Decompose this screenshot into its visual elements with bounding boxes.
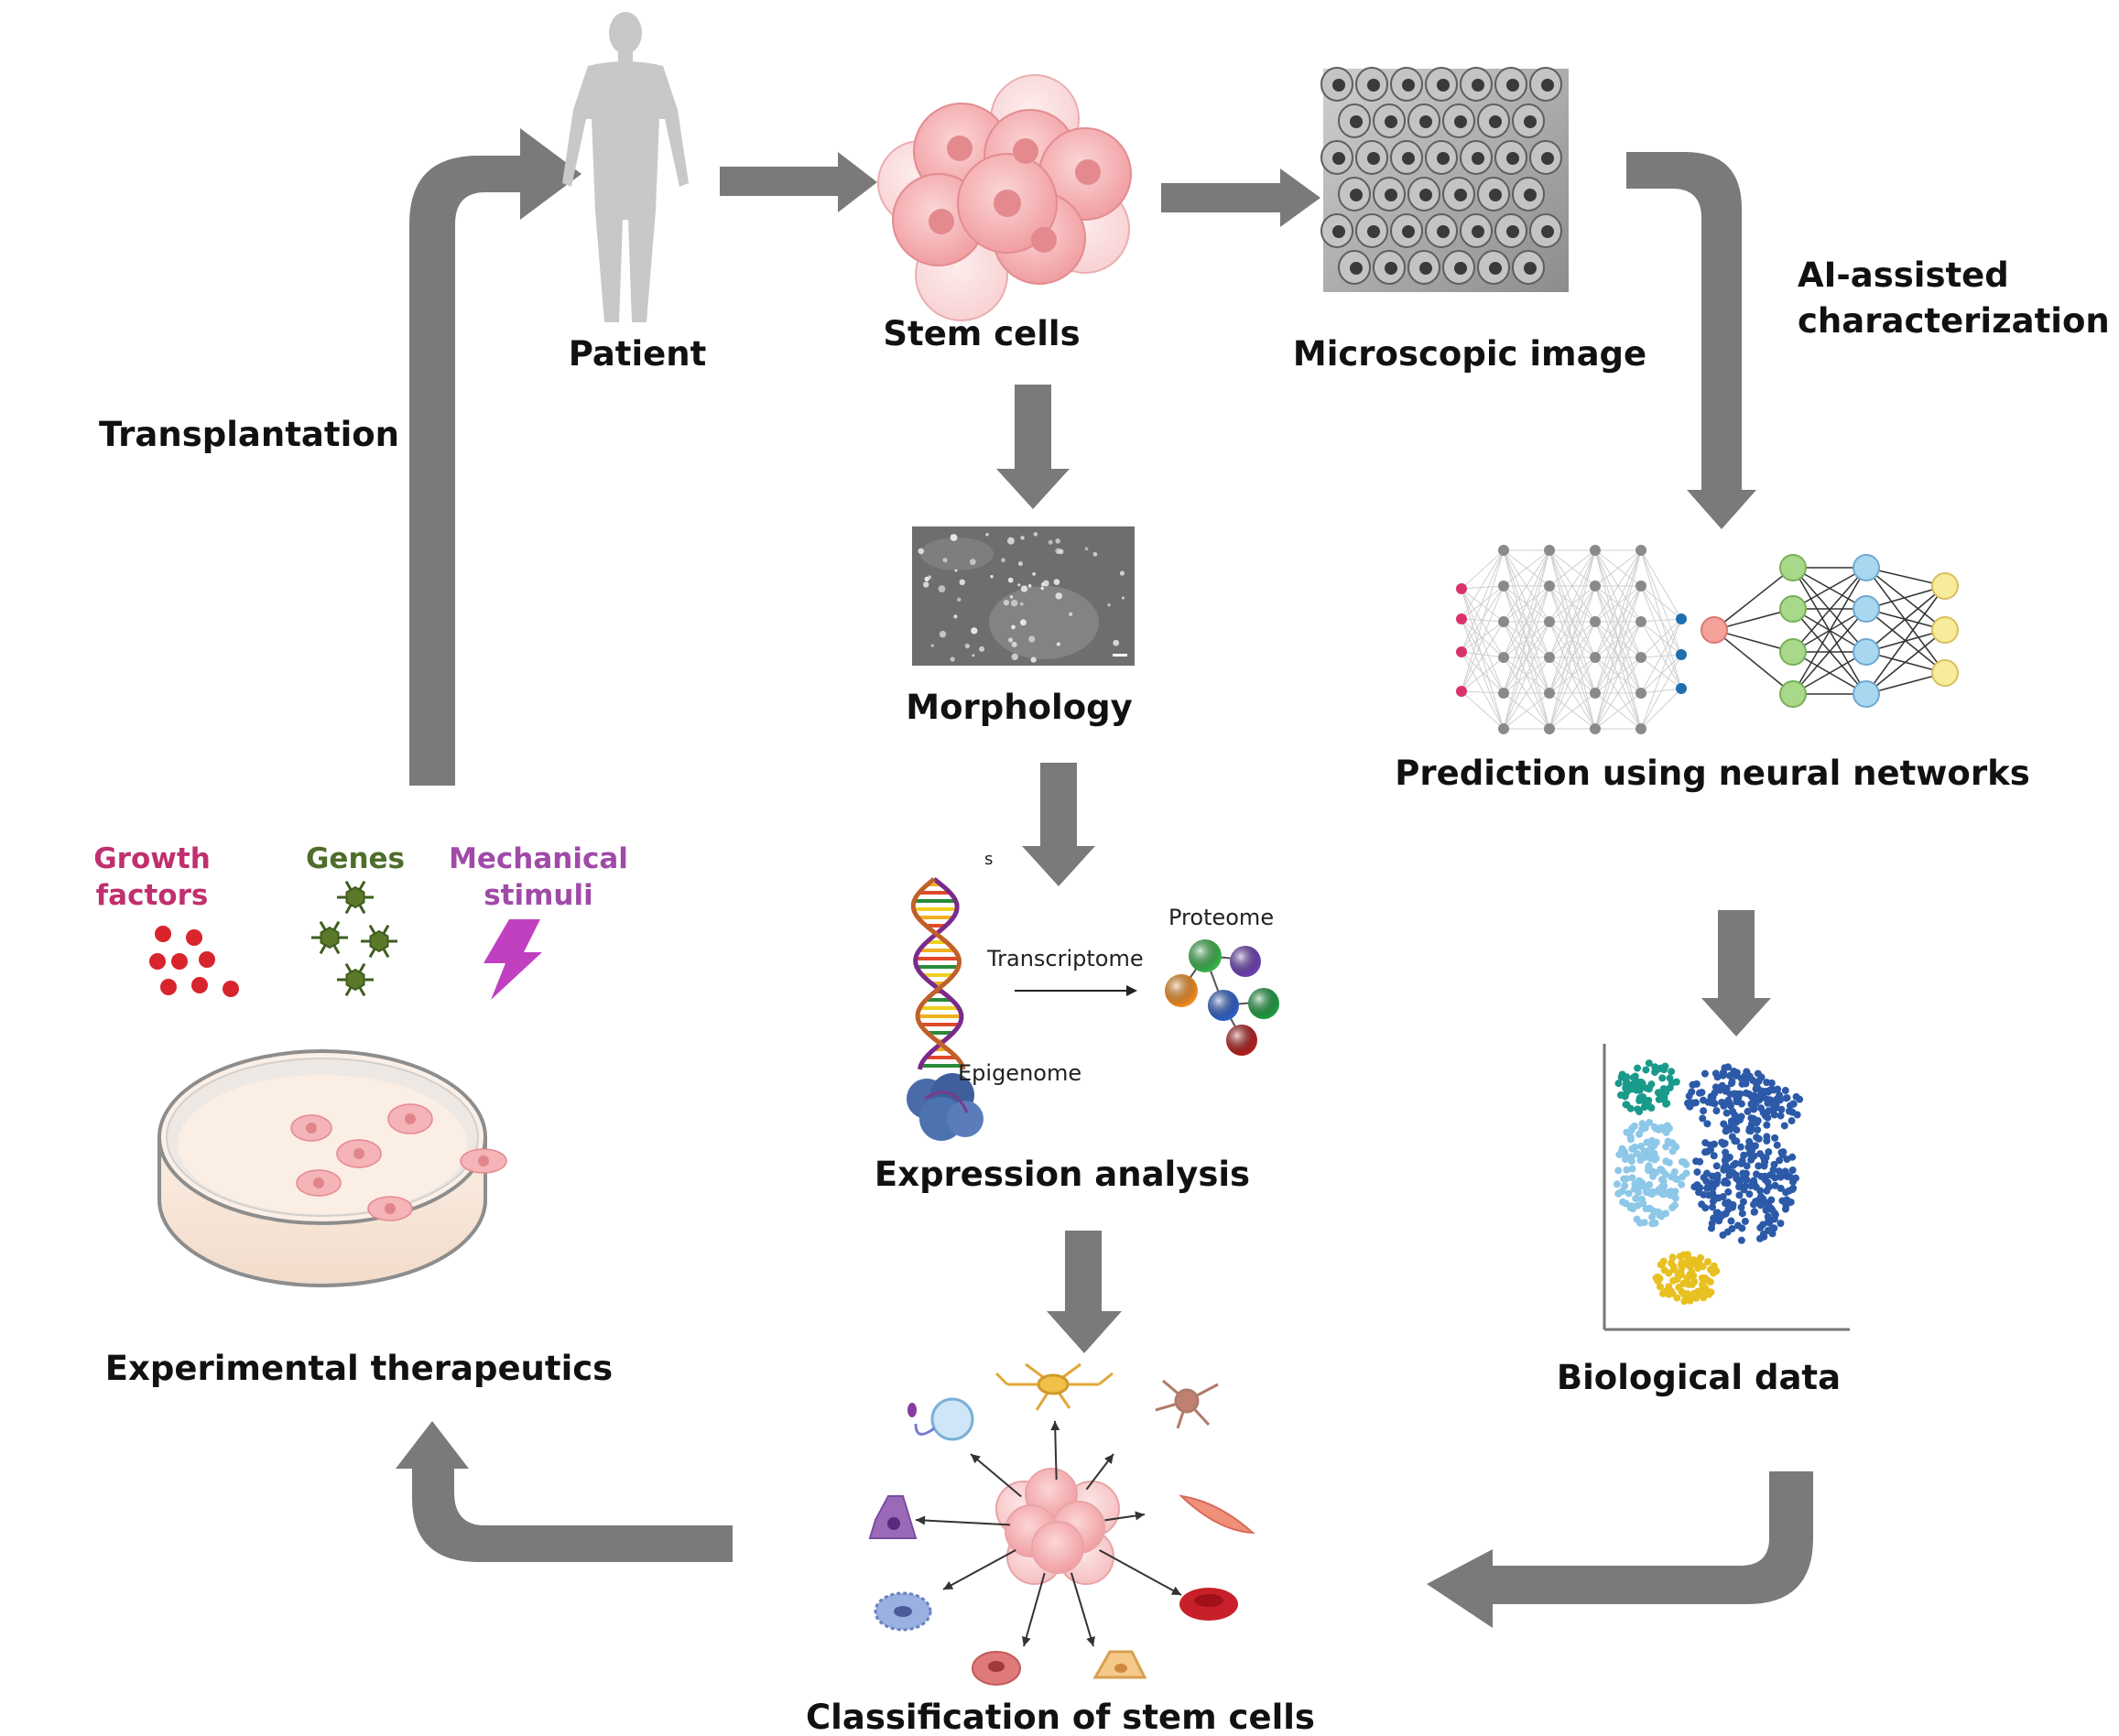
classification-label: Classification of stem cells [806, 1698, 1315, 1736]
epigenome-label: Epigenome [958, 1060, 1081, 1086]
differentiation-arrows [915, 1420, 1182, 1647]
growth-factor-dots-icon [149, 926, 239, 997]
neuron-cell-icon [994, 1362, 1114, 1411]
arrow-neural-to-biodata [1701, 910, 1771, 1036]
patient-label: Patient [569, 334, 707, 374]
hair-cell-icon [874, 1591, 932, 1632]
growth-label: Growth [93, 842, 211, 875]
stem-cells-cluster-icon [877, 74, 1132, 321]
sperm-cell-icon [907, 1397, 974, 1441]
epithelial-cell-icon [1092, 1650, 1147, 1679]
chromatin-icon [907, 1073, 983, 1141]
transplantation-arrow [409, 128, 581, 786]
experimental-therapeutics-label: Experimental therapeutics [105, 1349, 613, 1388]
prediction-label: Prediction using neural networks [1395, 754, 2029, 793]
ai-assisted-label: AI-assisted [1798, 255, 2009, 295]
transcriptome-label: Transcriptome [986, 946, 1144, 971]
factors-label: factors [96, 879, 209, 912]
stellate-cell-icon [1155, 1379, 1219, 1429]
fibroblast-cell-icon [1179, 1494, 1255, 1535]
arrow-biodata-to-classification [1427, 1471, 1813, 1628]
center-stem-cluster-icon [995, 1468, 1120, 1585]
stem-cells-label: Stem cells [883, 314, 1080, 353]
microscopic-image-panel [1320, 67, 1569, 292]
muscle-cell-icon [972, 1651, 1021, 1686]
microscopic-image-label: Microscopic image [1293, 334, 1646, 374]
labels: Patient Stem cells Microscopic image AI-… [93, 255, 2110, 1736]
biological-data-label: Biological data [1557, 1358, 1841, 1397]
arrow-patient-to-stemcells [720, 152, 877, 212]
stimuli-label: stimuli [484, 879, 593, 912]
petri-dish-icon [158, 1049, 507, 1287]
morphology-label: Morphology [906, 688, 1132, 727]
arrow-classification-to-therapeutics [396, 1421, 733, 1562]
classification-panel [868, 1362, 1255, 1686]
expression-analysis-panel: Transcriptome Proteome Epigenome s [907, 850, 1279, 1141]
neural-network-panel [1456, 545, 1959, 734]
arrow-stemcells-to-morphology [996, 385, 1070, 509]
mechanical-stimuli-bolt-icon [484, 919, 542, 1000]
genes-label: Genes [306, 842, 405, 875]
arrow-morphology-to-expression [1022, 763, 1095, 886]
expression-analysis-label: Expression analysis [875, 1155, 1250, 1194]
mechanical-label: Mechanical [449, 842, 628, 875]
arrow-expression-to-classification [1047, 1231, 1122, 1353]
stray-mark: s [984, 850, 993, 869]
proteome-label: Proteome [1168, 905, 1274, 930]
red-blood-cell-icon [1179, 1588, 1238, 1621]
transplantation-label: Transplantation [99, 415, 399, 454]
goblet-cell-icon [868, 1495, 918, 1539]
arrow-microscopic-to-neural [1626, 152, 1756, 529]
dna-helix-icon [910, 877, 966, 1070]
morphology-image-panel [912, 526, 1135, 666]
characterization-label: characterization [1798, 301, 2110, 341]
patient-silhouette-icon [562, 12, 689, 322]
gene-virus-icons [311, 880, 397, 997]
proteome-network-icon [1165, 939, 1279, 1056]
arrow-stemcells-to-microscopic [1161, 168, 1320, 227]
flow-arrows [396, 128, 1813, 1628]
biological-data-scatter [1603, 1044, 1850, 1331]
